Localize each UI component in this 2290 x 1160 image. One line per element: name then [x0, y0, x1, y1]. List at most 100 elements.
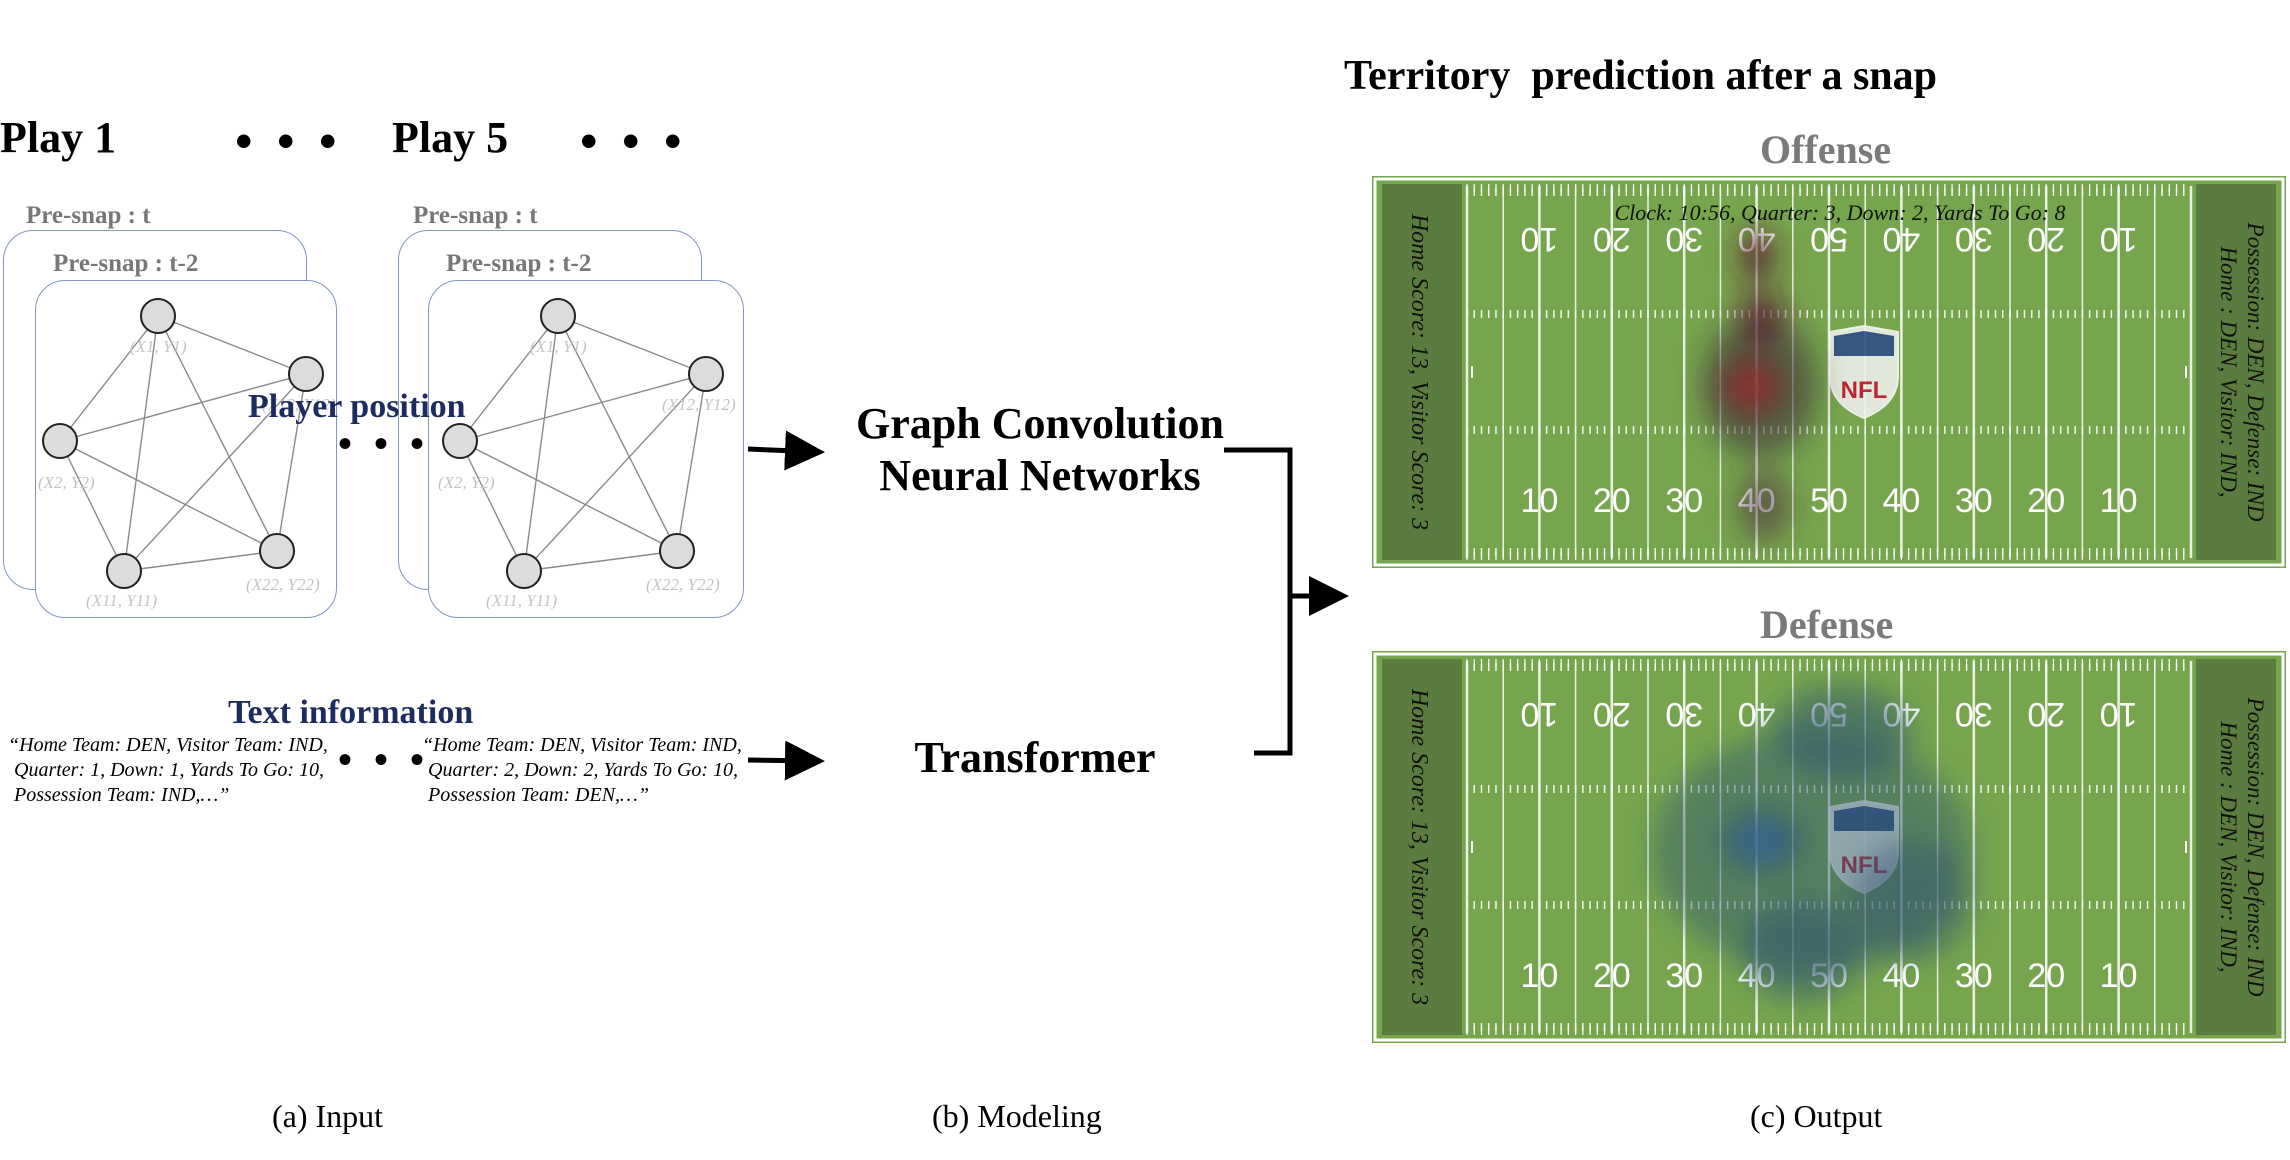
graph-edge [557, 315, 678, 552]
graph-edge [59, 440, 125, 572]
field-border [1373, 652, 2285, 1042]
right-endzone-text-2: Possession: DEN, Defense: IND [2243, 222, 2268, 522]
text-quote-2-line-1: “Home Team: DEN, Visitor Team: IND, [422, 734, 742, 756]
yard-number-top: 10 [1520, 220, 1558, 258]
player-coordinate-label: (X22, Y22) [646, 575, 720, 594]
player-node [659, 533, 695, 569]
caption-input: (a) Input [272, 1098, 384, 1134]
gcn-label: Graph Convolution Neural Networks [830, 398, 1250, 502]
graph-edge [523, 550, 678, 572]
graph-edge [523, 373, 707, 572]
clock-text: Clock: 10:56, Quarter: 3, Down: 2, Yards… [1614, 200, 2065, 225]
graph-edge [523, 315, 559, 572]
merge-bracket [1224, 447, 1293, 756]
right-endzone-text-1: Home : DEN, Visitor: IND, [2216, 720, 2241, 972]
graph-edge [123, 315, 159, 572]
graph-edge [157, 315, 278, 552]
field-border [1373, 177, 2285, 567]
yard-number-top: 20 [2027, 695, 2065, 733]
player-position-label: Player position [248, 388, 466, 425]
yard-number-bottom: 10 [2100, 482, 2138, 520]
player-node [106, 553, 142, 589]
yard-number-bottom: 30 [1665, 482, 1703, 520]
player-node [259, 533, 295, 569]
yard-number-top: 20 [1593, 220, 1631, 258]
graph-edge [459, 373, 707, 442]
graph-edge [676, 373, 707, 552]
yard-number-top: 30 [1665, 695, 1703, 733]
player-coordinate-label: (X12, Y12) [262, 395, 336, 414]
player-node [42, 423, 78, 459]
yard-number-bottom: 20 [1593, 957, 1631, 995]
text-quote-2-line-2: Quarter: 2, Down: 2, Yards To Go: 10, [428, 759, 739, 781]
play-1-presnap-front: Pre-snap : t-2 [53, 250, 199, 277]
right-endzone [2196, 659, 2276, 1035]
gcn-line-2: Neural Networks [879, 451, 1201, 500]
text-quote-1-line-2: Quarter: 1, Down: 1, Yards To Go: 10, [14, 759, 325, 781]
graph-edge [59, 373, 307, 442]
nfl-logo-text: NFL [1841, 377, 1888, 404]
play-5-presnap-back: Pre-snap : t [413, 202, 538, 229]
nfl-logo-icon: NFL [1829, 324, 1899, 420]
yard-number-bottom: 40 [1882, 957, 1920, 995]
player-coordinate-label: (X1, Y1) [130, 337, 187, 356]
ellipsis-text: • • • [338, 737, 431, 782]
yard-number-bottom: 20 [2027, 482, 2065, 520]
yard-number-top: 40 [1882, 220, 1920, 258]
heatmap [1702, 230, 1818, 542]
yard-number-bottom: 20 [2027, 957, 2065, 995]
graph-edge [459, 315, 559, 442]
graph-edge [59, 440, 278, 552]
play-5-graph: (X1, Y1) (X12, Y12) (X2, Y2) (X11, Y11) (X22… [438, 298, 736, 610]
player-coordinate-label: (X2, Y2) [38, 473, 95, 492]
arrow-graph-to-gcn [747, 430, 825, 471]
right-endzone [2196, 184, 2276, 560]
graph-edge [123, 373, 307, 572]
player-node [442, 423, 478, 459]
text-information-label: Text information [228, 694, 474, 731]
left-endzone [1382, 184, 1462, 560]
ellipsis-1: • • • [235, 113, 343, 169]
yard-number-top: 50 [1810, 220, 1848, 258]
player-coordinate-label: (X2, Y2) [438, 473, 495, 492]
output-title: Territory prediction after a snap [1344, 53, 1938, 99]
graph-edge [276, 373, 307, 552]
yard-number-bottom: 40 [1882, 482, 1920, 520]
graph-edge [459, 440, 525, 572]
player-graphs: (X1, Y1) (X12, Y12) (X2, Y2) (X11, Y11) (X22… [38, 298, 736, 610]
text-quote-1-line-3: Possession Team: IND,…” [14, 784, 230, 806]
yard-number-top: 10 [2100, 220, 2138, 258]
play-5-presnap-front: Pre-snap : t-2 [446, 250, 592, 277]
player-coordinate-label: (X11, Y11) [486, 591, 557, 610]
ellipsis-graph: • • • [338, 421, 431, 466]
player-coordinate-label: (X22, Y22) [246, 575, 320, 594]
text-quote-1-line-1: “Home Team: DEN, Visitor Team: IND, [8, 734, 328, 756]
yard-number-top: 20 [1593, 695, 1631, 733]
play-1-card-front [35, 280, 337, 618]
yard-number-top: 40 [1738, 695, 1776, 733]
heatmap [1652, 686, 1972, 1001]
offense-label: Offense [1760, 127, 1892, 172]
graph-edge [123, 550, 278, 572]
player-node [688, 356, 724, 392]
yard-number-bottom: 30 [1955, 482, 1993, 520]
player-node [506, 553, 542, 589]
left-endzone-text: Home Score: 13, Visitor Score: 3 [1406, 688, 1432, 1005]
yard-number-top: 30 [1955, 695, 1993, 733]
defense-field: 102030405040302010102030405040302010NFLH… [1372, 651, 2286, 1043]
transformer-label: Transformer [914, 733, 1156, 782]
yard-number-top: 30 [1955, 220, 1993, 258]
yard-number-top: 20 [2027, 220, 2065, 258]
left-endzone [1382, 659, 1462, 1035]
gcn-line-1: Graph Convolution [856, 399, 1224, 448]
player-node [140, 298, 176, 334]
text-quote-2: “Home Team: DEN, Visitor Team: IND, Quar… [422, 733, 742, 808]
yard-number-bottom: 10 [2100, 957, 2138, 995]
player-coordinate-label: (X1, Y1) [530, 337, 587, 356]
ellipsis-2: • • • [580, 113, 688, 169]
player-coordinate-label: (X12, Y12) [662, 395, 736, 414]
graph-edge [157, 315, 307, 375]
play-5-title: Play 5 [392, 113, 509, 162]
graph-edge [59, 315, 159, 442]
yard-number-bottom: 30 [1955, 957, 1993, 995]
